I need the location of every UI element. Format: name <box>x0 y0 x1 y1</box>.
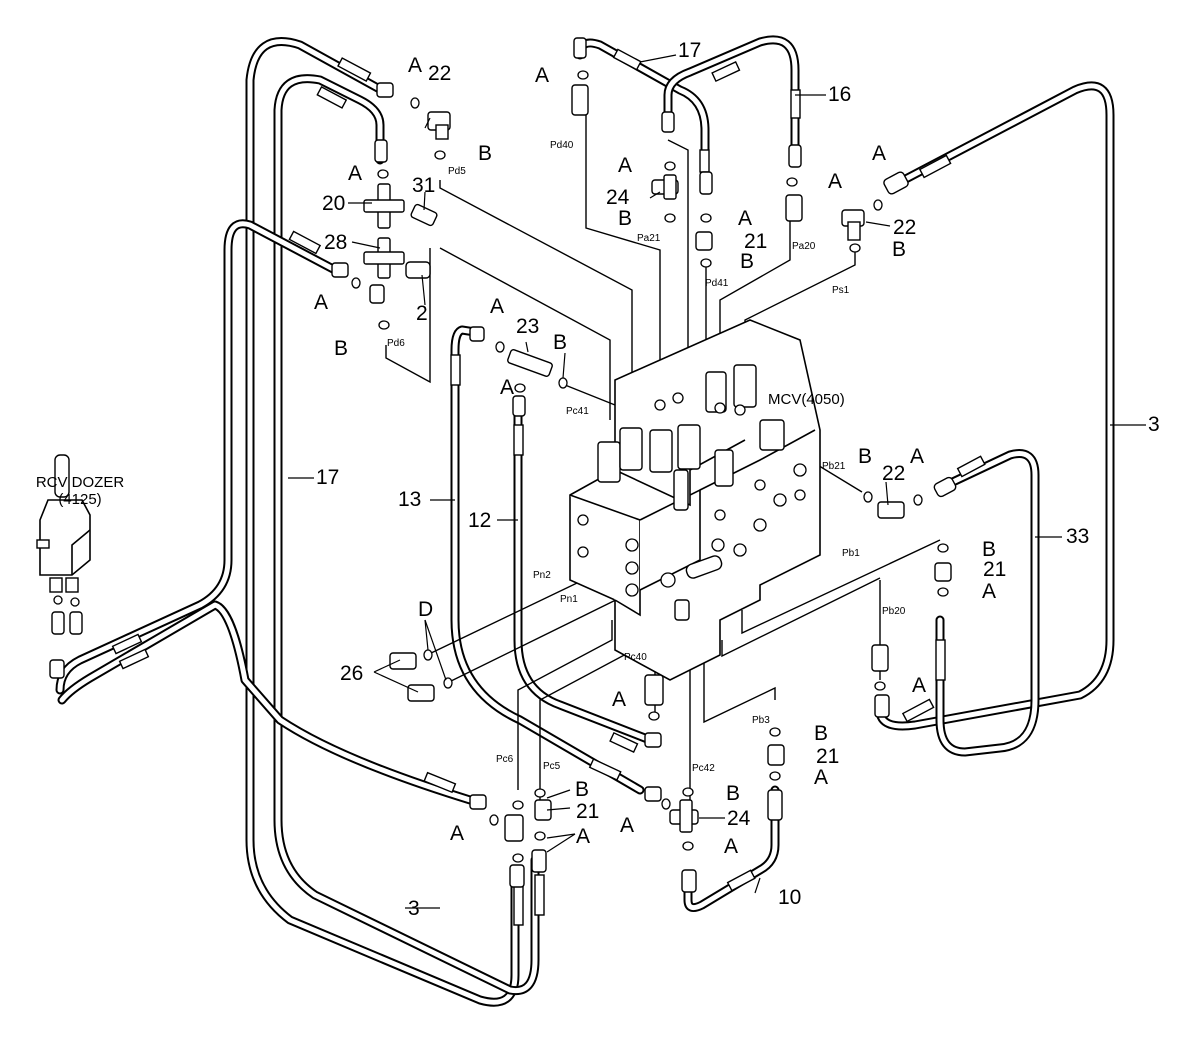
letter-b-pb1: B <box>982 538 996 561</box>
rcv-label-line2: (4125) <box>58 491 101 508</box>
letter-a-20: A <box>348 162 362 185</box>
part-21-bottom: 21 <box>576 800 599 823</box>
hose-sleeves <box>111 48 986 926</box>
part-3-bottom: 3 <box>408 897 420 920</box>
o-rings <box>351 70 949 863</box>
part-24-top: 24 <box>606 186 630 209</box>
letter-a-24: A <box>618 154 632 177</box>
port-pc6: Pc6 <box>496 754 514 765</box>
part-2: 2 <box>416 302 428 325</box>
part-13: 13 <box>398 488 421 511</box>
hose-17-top <box>575 38 710 195</box>
fittings <box>331 37 957 893</box>
part-31: 31 <box>412 174 435 197</box>
port-pb21: Pb21 <box>822 461 846 472</box>
port-pc41: Pc41 <box>566 406 589 417</box>
letter-b-pd5: B <box>478 142 492 165</box>
part-21-top: 21 <box>744 230 767 253</box>
letter-b-23: B <box>553 331 567 354</box>
mcv-valve-body <box>569 319 821 681</box>
port-pn2: Pn2 <box>533 570 551 581</box>
rcv-label-line1: RCV DOZER <box>36 474 125 491</box>
port-pc5: Pc5 <box>543 761 561 772</box>
part-21-right: 21 <box>983 558 1006 581</box>
port-pd41: Pd41 <box>705 278 729 289</box>
part-33: 33 <box>1066 525 1089 548</box>
letter-a-22: A <box>408 54 422 77</box>
labels: MCV(4050) RCV DOZER (4125) 22 17 16 31 2… <box>36 39 1160 920</box>
part-20: 20 <box>322 192 345 215</box>
mcv-label: MCV(4050) <box>768 391 845 408</box>
part-10: 10 <box>778 886 801 909</box>
rcv-dozer-valve <box>36 454 91 679</box>
port-pa20: Pa20 <box>792 241 816 252</box>
letter-b-21: B <box>740 250 754 273</box>
part-12: 12 <box>468 509 491 532</box>
part-24-bottom: 24 <box>727 807 751 830</box>
port-pc42: Pc42 <box>692 763 715 774</box>
part-17-left: 17 <box>316 466 339 489</box>
port-pc40: Pc40 <box>624 652 647 663</box>
part-22-right: 22 <box>882 462 905 485</box>
leader-lines <box>288 54 1146 909</box>
part-26: 26 <box>340 662 363 685</box>
part-28: 28 <box>324 231 347 254</box>
letter-a-pc40: A <box>612 688 626 711</box>
part-17-top: 17 <box>678 39 701 62</box>
letter-a-21: A <box>738 207 752 230</box>
letter-a-22-mid: A <box>910 445 924 468</box>
letter-a-pa20: A <box>828 170 842 193</box>
letter-b-pd6: B <box>334 337 348 360</box>
hose-loop-3-left <box>245 37 520 1007</box>
letter-a-pd40: A <box>535 64 549 87</box>
part-21-pb3: 21 <box>816 745 839 768</box>
hose-16 <box>663 35 800 165</box>
part-22-top-left: 22 <box>428 62 451 85</box>
letter-b-ps1: B <box>892 238 906 261</box>
letter-a-13: A <box>620 814 634 837</box>
port-pd5: Pd5 <box>448 166 466 177</box>
letter-a-22-right: A <box>872 142 886 165</box>
port-pb1: Pb1 <box>842 548 860 559</box>
port-pn1: Pn1 <box>560 594 578 605</box>
letter-a-12: A <box>500 376 514 399</box>
letter-a-28: A <box>314 291 328 314</box>
port-pd40: Pd40 <box>550 140 574 151</box>
letter-b-pc5: B <box>575 778 589 801</box>
letter-d: D <box>418 598 433 621</box>
part-3-right: 3 <box>1148 413 1160 436</box>
letter-a-pc6: A <box>450 822 464 845</box>
letter-a-23: A <box>490 295 504 318</box>
letter-b-24: B <box>618 207 632 230</box>
hose-12 <box>513 410 655 745</box>
letter-a-24-bottom: A <box>724 835 738 858</box>
port-ps1: Ps1 <box>832 285 850 296</box>
hose-3-right <box>875 81 1115 731</box>
letter-b-pb3: B <box>814 722 828 745</box>
port-pd6: Pd6 <box>387 338 405 349</box>
part-23: 23 <box>516 315 539 338</box>
letter-a-21-right: A <box>982 580 996 603</box>
hose-13 <box>450 325 645 795</box>
letter-a-pb20: A <box>912 674 926 697</box>
letter-b-pc42: B <box>726 782 740 805</box>
port-pb3: Pb3 <box>752 715 770 726</box>
letter-b-pb21: B <box>858 445 872 468</box>
hose-33 <box>935 449 1040 757</box>
letter-a-21-pb3: A <box>814 766 828 789</box>
hose-rcv-loop <box>55 219 475 805</box>
port-pb20: Pb20 <box>882 606 906 617</box>
part-16: 16 <box>828 83 851 106</box>
part-22-top-right: 22 <box>893 216 916 239</box>
letter-a-pc5: A <box>576 825 590 848</box>
hose-17-left <box>273 74 540 996</box>
port-pa21: Pa21 <box>637 233 661 244</box>
